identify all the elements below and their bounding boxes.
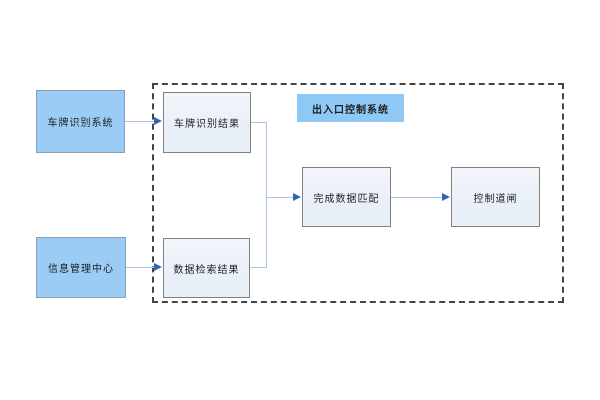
node-label: 车牌识别结果: [174, 119, 240, 130]
node-label: 数据检索结果: [173, 264, 240, 276]
connector-line: [126, 267, 155, 268]
connector-line: [266, 197, 294, 198]
node-plate-recognition-result: 车牌识别结果: [163, 92, 251, 153]
node-plate-recognition-system: 车牌识别系统: [36, 90, 125, 153]
node-barrier-control: 控制道闸: [451, 167, 540, 227]
node-data-matching: 完成数据匹配: [302, 167, 391, 227]
connector-line: [125, 121, 155, 122]
node-info-management-center: 信息管理中心: [36, 237, 126, 298]
connector-arrowhead-icon: [442, 193, 450, 201]
connector-arrowhead-icon: [293, 193, 301, 201]
system-title-label: 出入口控制系统: [312, 104, 389, 116]
node-label: 完成数据匹配: [313, 193, 380, 205]
system-title-badge: 出入口控制系统: [297, 94, 404, 122]
node-label: 控制道闸: [473, 193, 518, 205]
entrance-exit-control-boundary: [152, 83, 564, 303]
connector-line: [250, 267, 266, 268]
connector-arrowhead-icon: [154, 263, 162, 271]
connector-arrowhead-icon: [154, 117, 162, 125]
connector-line: [391, 197, 443, 198]
connector-line: [251, 122, 266, 123]
node-label: 车牌识别系统: [47, 118, 114, 129]
node-data-retrieval-result: 数据检索结果: [163, 238, 250, 298]
connector-line: [266, 122, 267, 268]
node-label: 信息管理中心: [48, 264, 114, 275]
